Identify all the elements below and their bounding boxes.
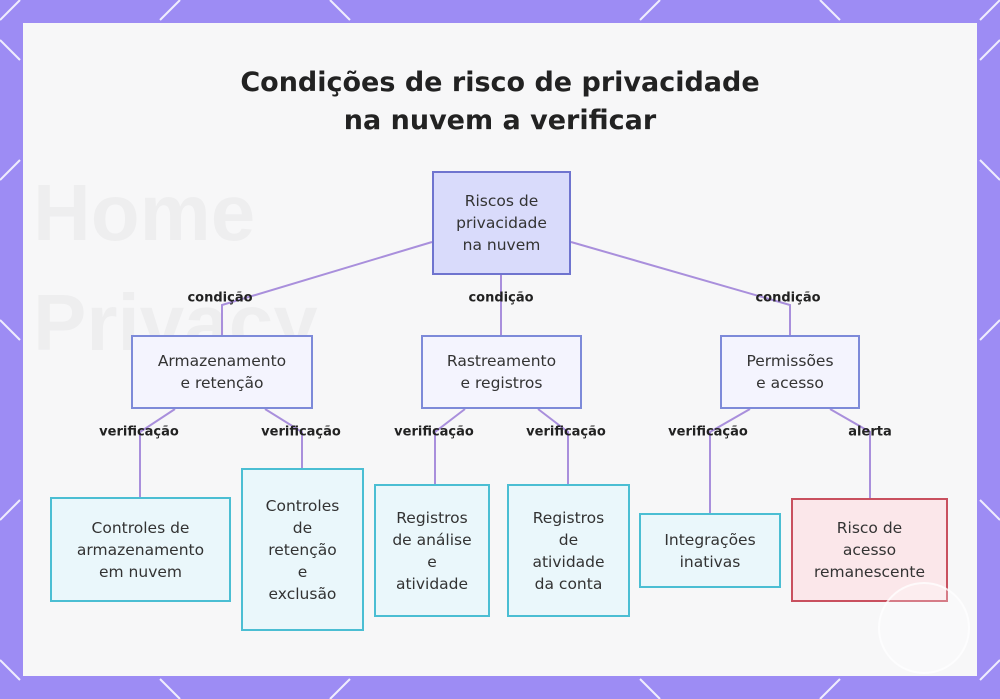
edge-label: verificação <box>394 424 474 440</box>
diagram-title: Condições de risco de privacidade na nuv… <box>240 67 760 136</box>
edge-label: verificação <box>261 424 341 440</box>
edge-label: alerta <box>848 424 892 440</box>
edge-label: condição <box>187 290 253 306</box>
edge-label: condição <box>468 290 534 306</box>
node-cloud-storage-controls: Controles de armazenamento em nuvem <box>50 497 231 602</box>
node-permissions: Permissões e acesso <box>720 335 860 409</box>
edge-label: condição <box>755 290 821 306</box>
node-retention-controls: Controles de retenção e exclusão <box>241 468 364 631</box>
node-inactive-integrations: Integrações inativas <box>639 513 781 588</box>
edge-label: verificação <box>99 424 179 440</box>
node-root: Riscos de privacidade na nuvem <box>432 171 571 275</box>
node-tracking: Rastreamento e registros <box>421 335 582 409</box>
node-analytics-logs: Registros de análise e atividade <box>374 484 490 617</box>
node-account-logs: Registros de atividade da conta <box>507 484 630 617</box>
edge-label: verificação <box>526 424 606 440</box>
watermark-badge-icon <box>878 582 970 674</box>
node-storage: Armazenamento e retenção <box>131 335 313 409</box>
edge-label: verificação <box>668 424 748 440</box>
